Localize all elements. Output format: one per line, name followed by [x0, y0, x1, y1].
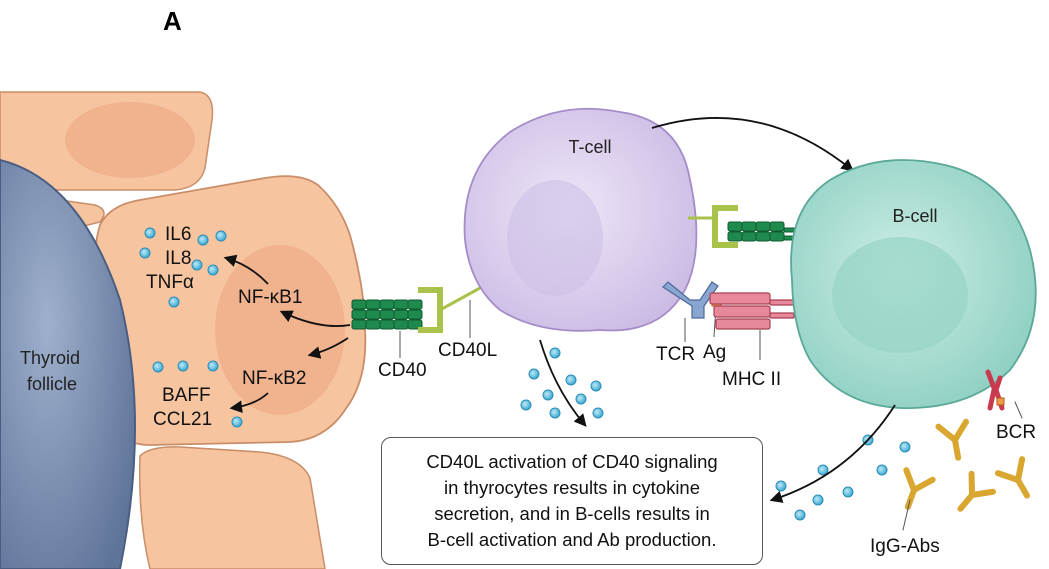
cytokine-dots-tcell: [520, 347, 604, 419]
bcr-label: BCR: [996, 422, 1036, 443]
nfkb2-label: NF-κB2: [242, 368, 306, 389]
cytokine-il6: IL6: [165, 224, 191, 245]
cytokine-dots-bcell: [775, 434, 911, 521]
antibody-3: [957, 470, 997, 512]
t-cell-secretion-arrow: [539, 339, 587, 427]
caption-line-4: B-cell activation and Ab production.: [427, 529, 717, 550]
nfkb1-label: NF-κB1: [238, 287, 302, 308]
tcr-receptor: [662, 281, 719, 342]
t-cell: T-cell: [463, 107, 698, 332]
main-thyrocyte-nucleus: [215, 245, 345, 415]
mhc2-receptor: [709, 292, 795, 360]
antibody-4: [994, 456, 1030, 499]
thyrocyte-top-left-nucleus: [65, 102, 195, 178]
antibody-1: [935, 418, 970, 461]
panel-label: A: [163, 6, 182, 36]
caption-line-1: CD40L activation of CD40 signaling: [426, 451, 718, 472]
cytokine-baff: BAFF: [162, 385, 211, 406]
thyrocyte-group: [0, 91, 367, 569]
cd40l-label: CD40L: [438, 340, 497, 361]
bcr-receptor: [985, 369, 1023, 419]
cytokine-dots-bottom: [152, 360, 243, 428]
igg-label: IgG-Abs: [870, 536, 940, 557]
tcr-label: TCR: [656, 344, 695, 365]
cd40-label: CD40: [378, 360, 427, 381]
cd40-receptor: [351, 299, 423, 358]
tb-cd40-complex: [688, 205, 805, 248]
mhc2-label: MHC II: [722, 369, 781, 390]
b-cell: B-cell: [790, 159, 1037, 409]
antibody-2: [903, 467, 936, 510]
cytokine-dots-top: [139, 227, 227, 308]
b-cell-label: B-cell: [892, 206, 937, 226]
cytokine-il8: IL8: [165, 248, 191, 269]
igg-antibodies: [902, 418, 1030, 531]
cytokine-ccl21: CCL21: [153, 409, 212, 430]
thyrocyte-bottom: [138, 446, 326, 569]
t-to-b-arrow: [651, 117, 854, 172]
ag-label: Ag: [703, 342, 726, 363]
t-cell-label: T-cell: [568, 137, 611, 157]
b-cell-secretion-arrow: [769, 404, 896, 503]
signaling-arrows: [223, 254, 351, 413]
follicle-label-1: Thyroid: [20, 348, 80, 368]
caption-box: CD40L activation of CD40 signaling in th…: [381, 437, 763, 565]
caption-line-3: secretion, and in B-cells results in: [434, 503, 710, 524]
thyroid-follicle: Thyroid follicle: [0, 158, 136, 569]
cd40l-ligand: [418, 286, 481, 338]
follicle-label-2: follicle: [27, 374, 77, 394]
caption-line-2: in thyrocytes results in cytokine: [443, 477, 701, 498]
cytokine-tnfa: TNFα: [146, 272, 194, 293]
